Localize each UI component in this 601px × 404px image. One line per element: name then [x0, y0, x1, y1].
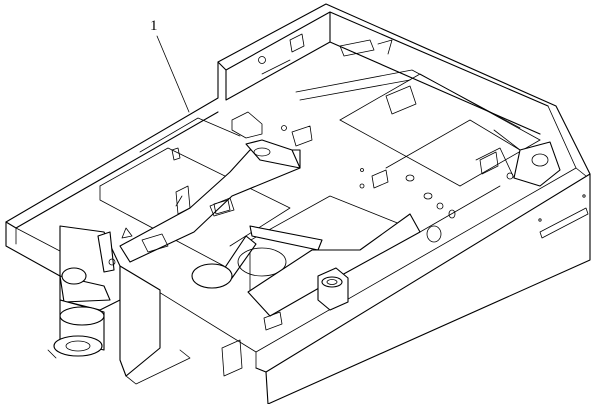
- upper-box-details: [258, 33, 499, 175]
- callout-leader-1: [156, 35, 190, 113]
- callout-label-1: 1: [150, 18, 158, 34]
- rear-bracket: [475, 129, 561, 187]
- left-brackets: [171, 111, 313, 215]
- wall-holes: [141, 168, 589, 377]
- front-hitch: [47, 225, 191, 385]
- bearing-block: [317, 267, 349, 311]
- center-beam: [119, 139, 301, 263]
- middle-ribs: [191, 213, 421, 317]
